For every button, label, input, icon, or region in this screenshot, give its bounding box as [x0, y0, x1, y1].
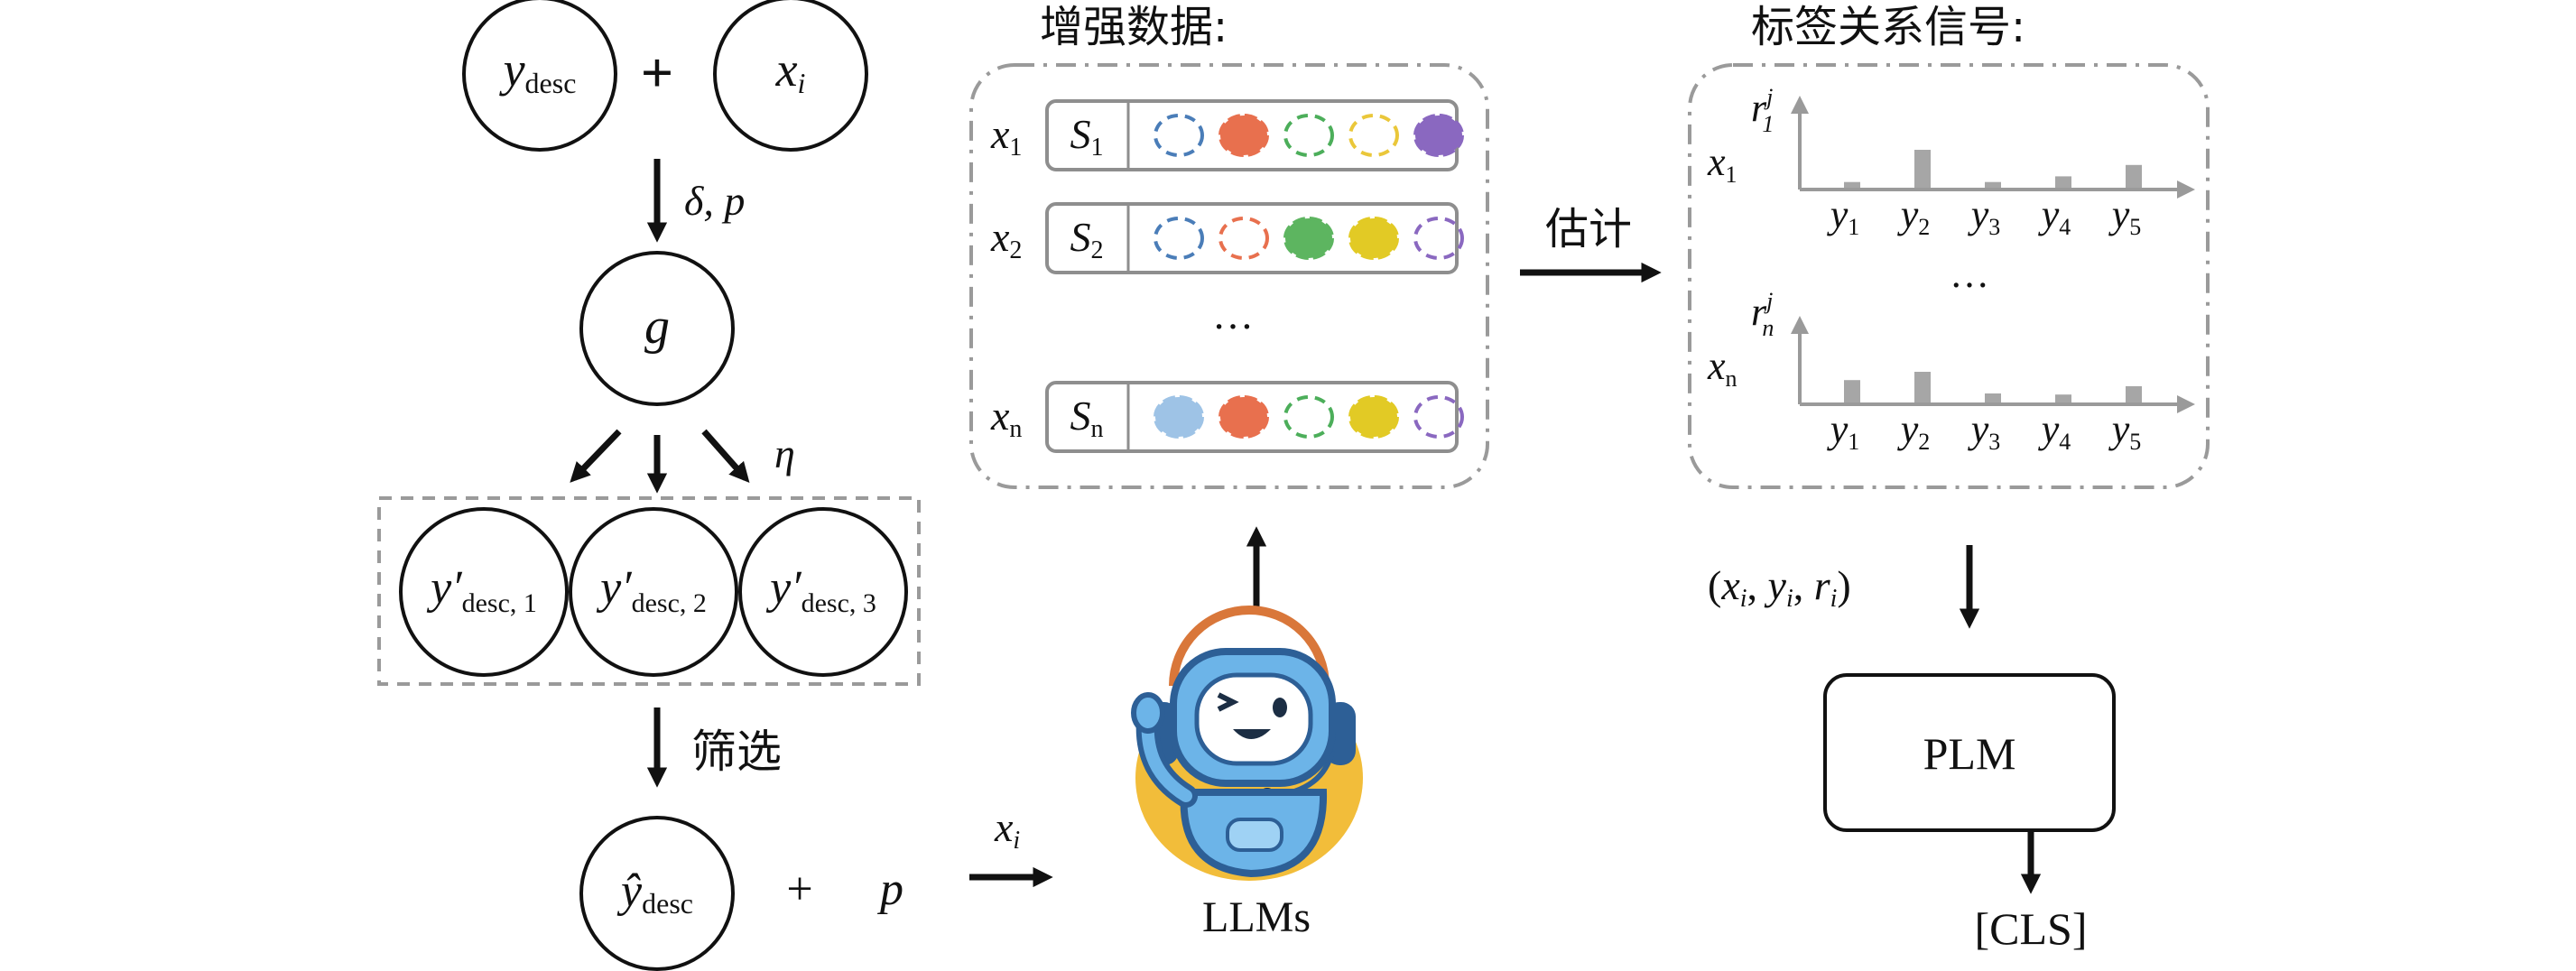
category-tick-label: y2 — [1897, 407, 1931, 455]
category-tick-label: y3 — [1968, 407, 2001, 455]
candidate-node-2 — [569, 507, 738, 677]
relation-bar — [1844, 380, 1860, 402]
row-box-2 — [1045, 202, 1459, 274]
category-tick-label: y2 — [1897, 192, 1931, 240]
label-dot — [1413, 395, 1464, 439]
delta-p-label: δ, p — [684, 178, 745, 224]
x-i-node — [713, 0, 868, 152]
label-dot — [1348, 395, 1399, 439]
label-dot — [1154, 395, 1204, 439]
filter-label: 筛选 — [691, 726, 782, 778]
label-dot — [1219, 395, 1269, 439]
label-dot — [1219, 217, 1269, 260]
plus-sign-2: + — [786, 864, 812, 915]
label-dot — [1154, 217, 1204, 260]
label-dot — [1348, 114, 1399, 157]
chart-bars-n — [1844, 372, 2142, 402]
chart-tick-labels-1: y1 y2 y3 y4 y5 — [1827, 192, 2142, 240]
relation-bar — [1985, 393, 2001, 402]
label-dot — [1154, 114, 1204, 157]
charts-ellipsis: … — [1950, 252, 1989, 296]
relation-bar — [1985, 181, 2001, 188]
category-tick-label: y4 — [2038, 407, 2071, 455]
sample-label-1: S1 — [1070, 111, 1104, 162]
llm-robot-icon — [1131, 606, 1363, 881]
y-desc-node — [462, 0, 617, 152]
label-dot — [1413, 114, 1464, 157]
category-tick-label: y1 — [1827, 192, 1860, 240]
chart-row-label-n: xn — [1707, 344, 1737, 392]
candidate-label-2: y′desc, 2 — [596, 562, 707, 618]
category-tick-label: y4 — [2038, 192, 2071, 240]
chart-bars-1 — [1844, 150, 2142, 188]
plm-label: PLM — [1923, 728, 2016, 779]
category-tick-label: y5 — [2108, 192, 2142, 240]
label-dot — [1413, 217, 1464, 260]
row-x-label-1: x1 — [990, 111, 1022, 162]
g-node — [579, 251, 735, 406]
relation-bar — [1914, 150, 1931, 188]
relation-bar — [2126, 164, 2142, 188]
arrow-g-to-candidate-1 — [570, 429, 622, 483]
label-dot — [1283, 114, 1334, 157]
label-dot — [1283, 395, 1334, 439]
x-i-label: xi — [775, 42, 806, 99]
augmented-data-panel: 增强数据: x1 S1 x2 S2 … xn Sn — [969, 2, 1489, 941]
augmented-data-box — [969, 63, 1489, 489]
label-dots-2 — [1154, 217, 1464, 260]
augmented-row-1: x1 S1 — [990, 99, 1464, 171]
eta-label: η — [774, 430, 795, 476]
relation-bar — [2055, 394, 2071, 402]
estimate-label: 估计 — [1545, 204, 1632, 254]
candidate-node-1 — [399, 507, 569, 677]
row-x-label-2: x2 — [990, 214, 1022, 264]
candidate-box — [377, 496, 921, 686]
y-hat-node — [579, 816, 735, 971]
label-relation-title: 标签关系信号: — [1751, 2, 2025, 52]
chart-tick-labels-n: y1 y2 y3 y4 y5 — [1827, 407, 2142, 455]
cls-label: [CLS] — [1975, 903, 2088, 954]
sample-label-n: Sn — [1070, 393, 1104, 443]
label-dot — [1219, 114, 1269, 157]
g-label: g — [644, 299, 670, 355]
relation-bar — [2055, 176, 2071, 188]
candidate-label-1: y′desc, 1 — [426, 562, 537, 618]
category-tick-label: y5 — [2108, 407, 2142, 455]
label-dots-n — [1154, 395, 1464, 439]
tuple-label: (xi, yi, ri) — [1708, 562, 1851, 613]
candidate-node-3 — [738, 507, 908, 677]
augmented-row-2: x2 S2 — [990, 202, 1464, 274]
p-label: p — [876, 864, 903, 915]
arrow-g-to-candidate-3 — [701, 429, 750, 484]
label-dots-1 — [1154, 114, 1464, 157]
category-tick-label: y3 — [1968, 192, 2001, 240]
label-relation-box — [1688, 63, 2210, 489]
relation-bar — [1914, 372, 1931, 402]
label-dot — [1348, 217, 1399, 260]
relation-bar — [1844, 181, 1860, 188]
plm-box — [1823, 673, 2116, 832]
relation-bar — [2126, 386, 2142, 402]
augmented-data-title: 增强数据: — [1040, 2, 1228, 52]
row-x-label-n: xn — [990, 393, 1022, 443]
candidate-label-3: y′desc, 3 — [765, 562, 876, 618]
y-hat-label: ŷdesc — [616, 865, 693, 920]
chart-row-label-1: x1 — [1707, 140, 1737, 188]
plus-sign: + — [641, 41, 673, 105]
sample-label-2: S2 — [1070, 214, 1104, 264]
category-tick-label: y1 — [1827, 407, 1860, 455]
llm-label: LLMs — [1202, 893, 1311, 941]
y-desc-label: ydesc — [499, 42, 577, 99]
label-generation-flow: ydesc + xi δ, p g η y′desc, 1 y′desc, 2 … — [377, 0, 1053, 971]
rows-ellipsis: … — [1212, 291, 1254, 338]
xi-arrow-label: xi — [994, 804, 1020, 855]
augmented-row-n: xn Sn — [990, 381, 1464, 453]
label-dot — [1283, 217, 1334, 260]
